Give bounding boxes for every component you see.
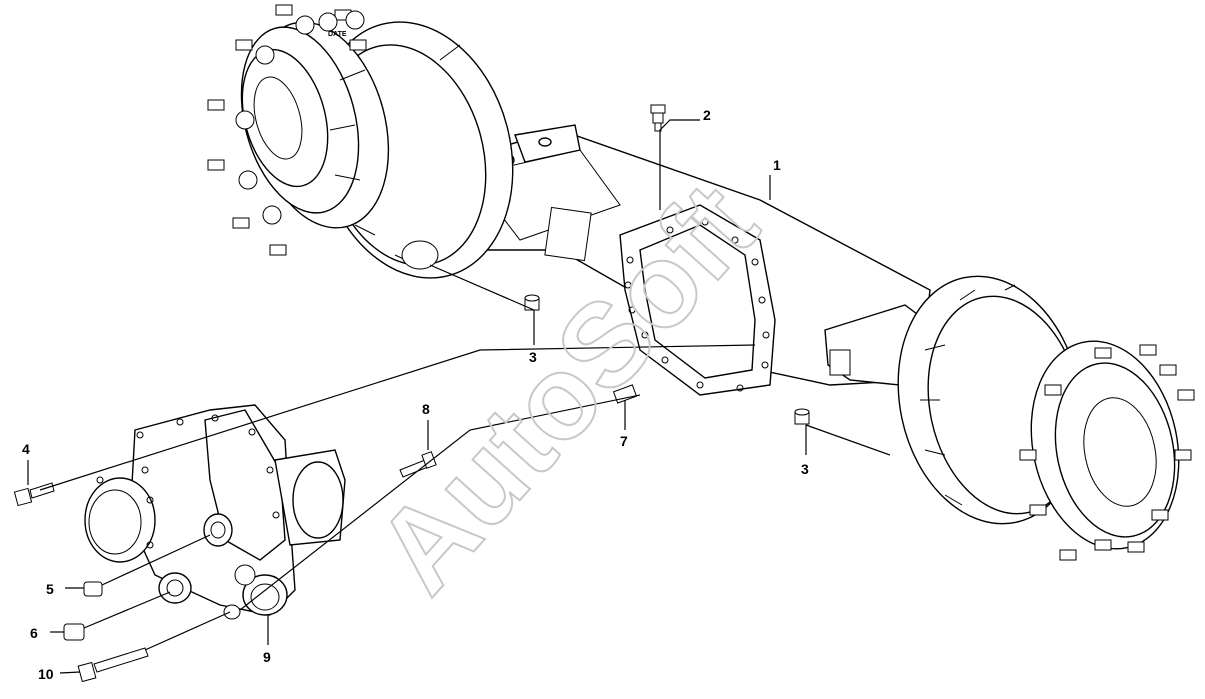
differential-carrier: [84, 404, 346, 620]
callout-3-right: 3: [801, 461, 809, 477]
callout-4: 4: [22, 441, 30, 457]
drain-plug-left: [524, 294, 540, 311]
plug-5: [83, 581, 103, 597]
callout-7: 7: [620, 433, 628, 449]
right-wheel-hub: [897, 275, 1195, 561]
breather-valve: [650, 104, 666, 132]
callout-1: 1: [773, 157, 781, 173]
dowel-pin: [612, 384, 638, 404]
bolt-4: [13, 482, 55, 507]
hub-stamp: DATE: [328, 31, 347, 38]
callout-5: 5: [46, 581, 54, 597]
leader-lines: [27, 119, 891, 674]
drain-plug-right: [794, 408, 810, 425]
callout-6: 6: [30, 625, 38, 641]
left-wheel-hub: DATE: [207, 4, 514, 279]
bolt-10: [77, 647, 149, 683]
plug-6: [63, 623, 85, 641]
callout-2: 2: [703, 107, 711, 123]
callout-3-left: 3: [529, 349, 537, 365]
callout-9: 9: [263, 649, 271, 665]
callout-8: 8: [422, 401, 430, 417]
callout-10: 10: [38, 666, 54, 682]
